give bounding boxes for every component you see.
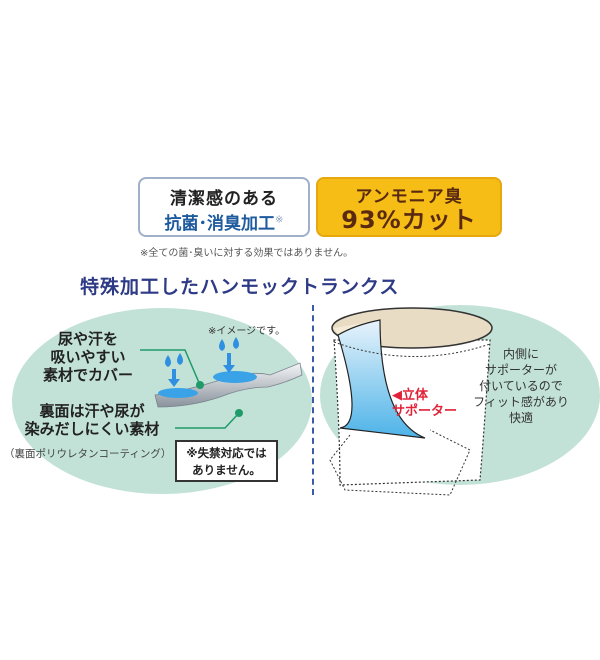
desc-line-4: フィット感があり xyxy=(473,395,569,409)
coating-label: （裏面ポリウレタンコーティング） xyxy=(4,448,172,460)
ammonia-line2: 93%カット xyxy=(341,206,477,234)
absorb-line-2: 吸いやすい xyxy=(50,348,126,366)
fit-description: 内側に サポーターが 付いているので フィット感があり 快適 xyxy=(466,346,576,426)
desc-line-1: 内側に xyxy=(502,347,539,361)
antibacterial-line1: 清潔感のある xyxy=(170,189,278,209)
desc-line-3: 付いているので xyxy=(479,379,563,393)
supporter-line-2: サポーター xyxy=(392,404,458,419)
ammonia-cut-badge: アンモニア臭 93%カット xyxy=(316,177,502,237)
antibacterial-line2: 抗菌･消臭加工※ xyxy=(140,209,308,234)
section-heading: 特殊加工したハンモックトランクス xyxy=(80,276,400,298)
dashed-divider xyxy=(312,305,314,495)
fabric-layer-illustration xyxy=(154,337,303,417)
antibacterial-badge: 清潔感のある 抗菌･消臭加工※ xyxy=(138,177,310,237)
desc-line-5: 快適 xyxy=(508,411,533,425)
incontinence-note-box: ※失禁対応では ありません。 xyxy=(175,440,278,482)
desc-line-2: サポーターが xyxy=(484,363,557,377)
asterisk-mark: ※ xyxy=(275,214,284,226)
absorb-label: 尿や汗を 吸いやすい 素材でカバー xyxy=(38,330,138,384)
note-line-2: ありません。 xyxy=(192,463,261,477)
back-line-2: 染みだしにくい素材 xyxy=(24,420,160,438)
back-line-1: 裏面は汗や尿が xyxy=(39,402,145,420)
note-line-1: ※失禁対応では xyxy=(186,446,267,460)
trunks-illustration xyxy=(329,307,493,496)
supporter-line-1: ◀立体 xyxy=(392,388,428,403)
absorb-line-1: 尿や汗を xyxy=(57,330,118,348)
absorb-line-3: 素材でカバー xyxy=(42,366,133,384)
disclaimer-text: ※全ての菌･臭いに対する効果ではありません。 xyxy=(140,248,354,259)
supporter-label: ◀立体 サポーター xyxy=(392,388,457,420)
ammonia-line1: アンモニア臭 xyxy=(355,187,463,207)
image-note: ※イメージです。 xyxy=(208,326,286,337)
antibacterial-text: 抗菌･消臭加工 xyxy=(164,214,276,234)
back-side-label: 裏面は汗や尿が 染みだしにくい素材 xyxy=(22,402,162,438)
